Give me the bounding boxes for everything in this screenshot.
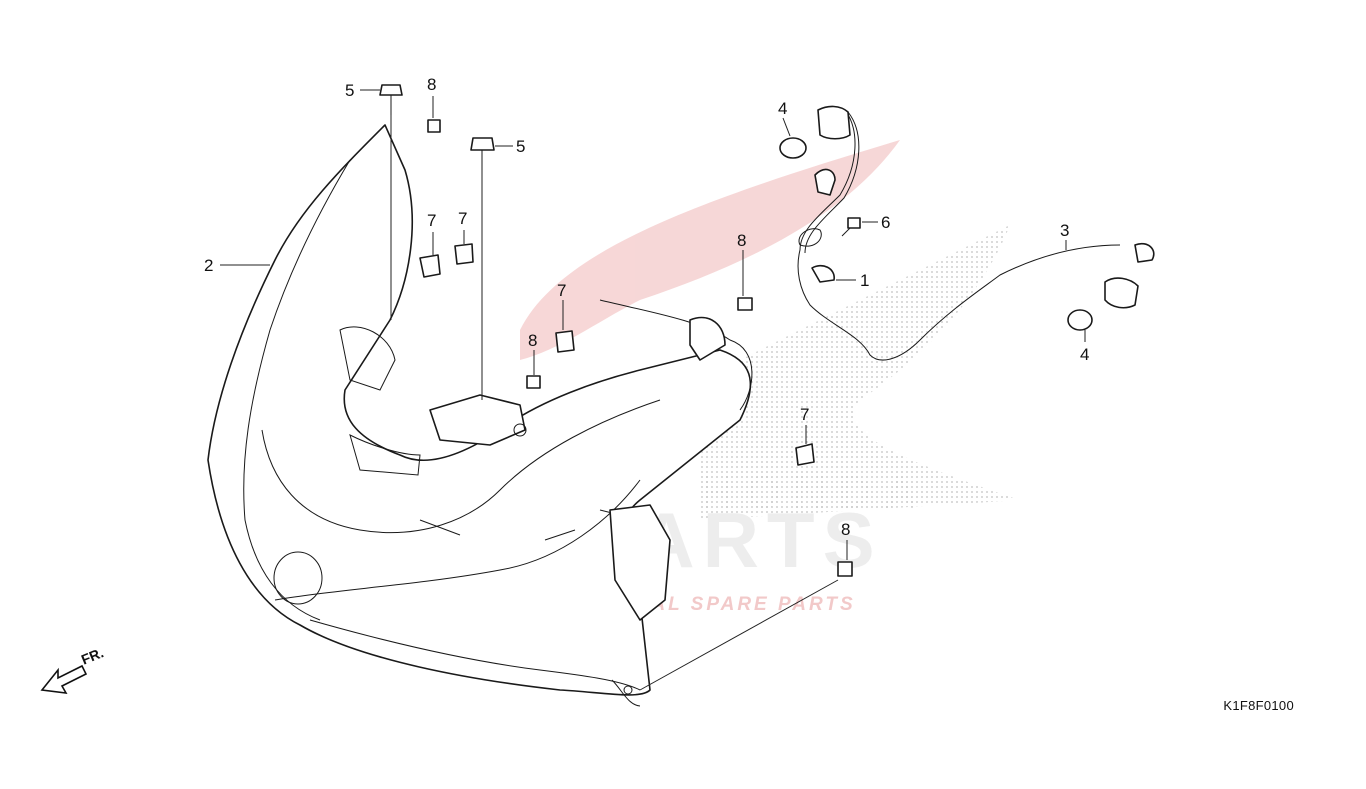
callout-8-d: 8 <box>841 520 850 539</box>
callout-1: 1 <box>860 271 869 290</box>
grommet-8-b <box>737 297 753 311</box>
bolt-5-top <box>379 84 403 96</box>
callout-7-b: 7 <box>458 209 467 228</box>
grommet-8-a <box>427 119 441 133</box>
callout-5-mid: 5 <box>516 137 525 156</box>
clip-7-d <box>795 443 815 466</box>
callout-5-top: 5 <box>345 81 354 100</box>
callout-4-right: 4 <box>1080 345 1089 364</box>
diagram-code: K1F8F0100 <box>1223 698 1294 713</box>
front-direction-arrow <box>40 664 88 694</box>
clip-7-a <box>419 254 441 278</box>
honda-wing-dots <box>700 225 1020 520</box>
turn-signal-wiring <box>779 105 1155 361</box>
clamp-1 <box>811 264 835 283</box>
callout-8-top: 8 <box>427 75 436 94</box>
callout-8-b: 8 <box>737 231 746 250</box>
callout-6: 6 <box>881 213 890 232</box>
clip-7-b <box>454 243 474 265</box>
grommet-8-d <box>837 561 853 577</box>
callout-3: 3 <box>1060 221 1069 240</box>
callout-7-c: 7 <box>557 281 566 300</box>
callout-8-c: 8 <box>528 331 537 350</box>
front-cowl <box>207 124 753 707</box>
callout-7-a: 7 <box>427 211 436 230</box>
leader-lines <box>220 89 1086 691</box>
clip-7-c <box>555 330 575 353</box>
callout-7-d: 7 <box>800 405 809 424</box>
callout-4-top: 4 <box>778 99 787 118</box>
callouts: 5 8 5 2 7 7 7 8 8 7 8 4 3 4 6 1 <box>204 75 1089 539</box>
bolt-5-mid <box>470 137 495 151</box>
screw-6 <box>847 217 861 229</box>
hardware <box>379 84 861 577</box>
grommet-8-c <box>526 375 541 389</box>
honda-wing-red <box>520 140 900 360</box>
callout-2: 2 <box>204 256 213 275</box>
watermark-brand: HONDA <box>700 466 929 518</box>
